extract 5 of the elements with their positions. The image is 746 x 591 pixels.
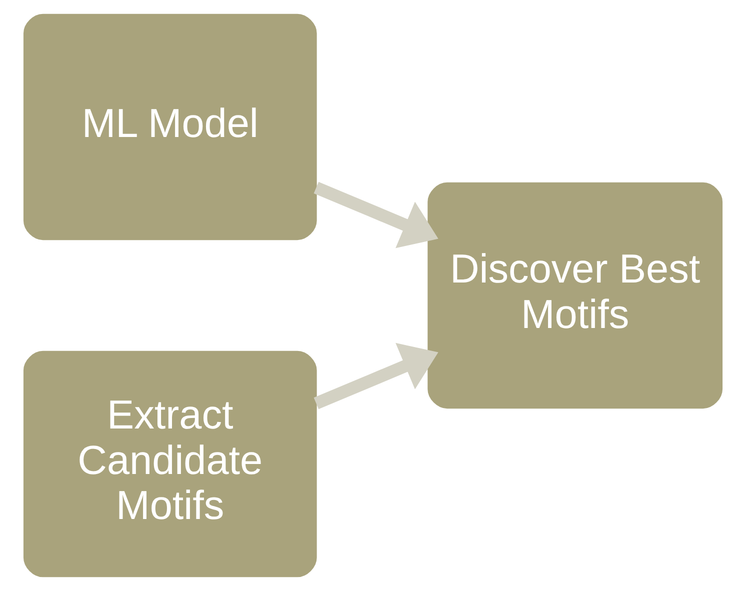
arrow [314, 182, 438, 248]
node-box: Extract Candidate Motifs [23, 350, 317, 578]
node-box: Discover Best Motifs [428, 182, 723, 409]
arrow [314, 342, 438, 410]
node-box: ML Model [23, 14, 317, 240]
